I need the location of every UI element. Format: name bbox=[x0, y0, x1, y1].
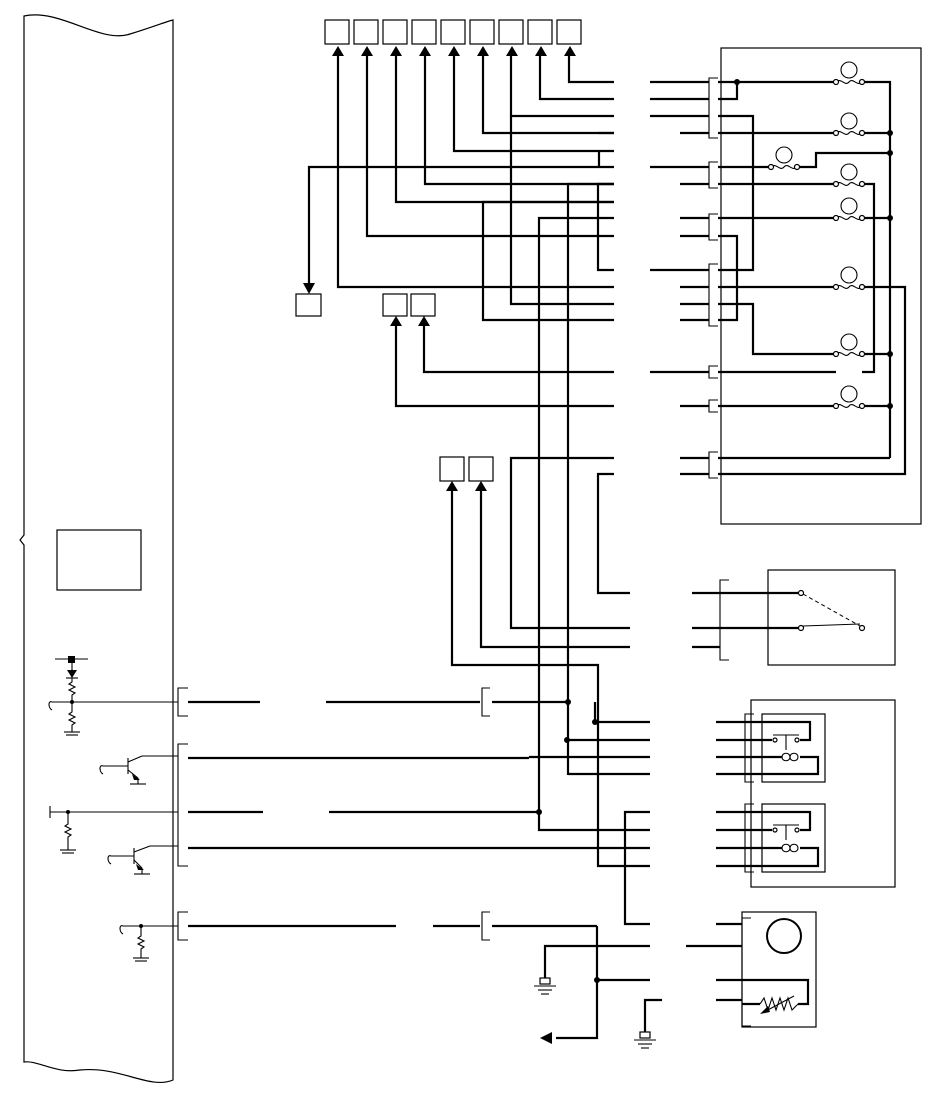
top-destination-boxes bbox=[324, 19, 582, 56]
switch-icon bbox=[692, 569, 896, 666]
relay-icon bbox=[716, 699, 896, 888]
ground-icon bbox=[534, 977, 656, 1049]
bulb-icon bbox=[767, 61, 866, 410]
wire-harness bbox=[188, 55, 662, 1044]
junction-dots bbox=[536, 699, 600, 983]
control-module bbox=[19, 14, 174, 1084]
motor-icon bbox=[686, 911, 817, 1028]
module-internal-circuits bbox=[48, 656, 178, 962]
module-label-box bbox=[56, 529, 142, 591]
side-destination-boxes bbox=[295, 283, 494, 491]
module-connectors bbox=[177, 687, 188, 941]
lamp-panel bbox=[650, 47, 922, 525]
